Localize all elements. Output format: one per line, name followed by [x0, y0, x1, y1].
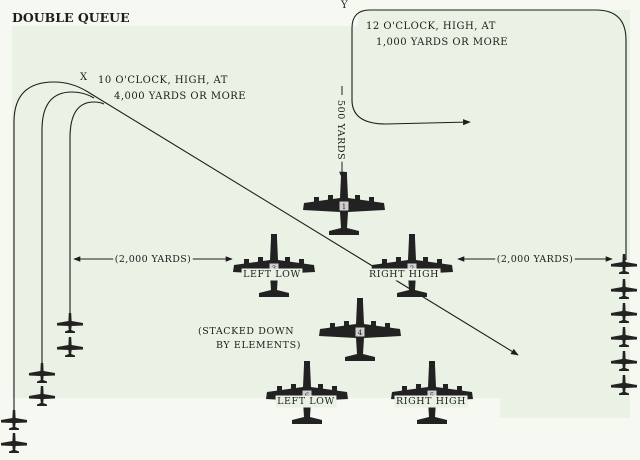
label-backdrop — [367, 268, 441, 281]
label-backdrop — [334, 98, 347, 162]
bomber-6: 6 LEFT LOW — [266, 361, 348, 424]
attack-x-group: X 10 O'CLOCK, HIGH, AT 4,000 YARDS OR MO… — [1, 72, 519, 453]
label-backdrop — [241, 268, 303, 281]
label-backdrop — [495, 253, 575, 266]
fighter-icon — [1, 433, 27, 453]
attack-y-path — [351, 9, 627, 260]
attack-x-path-inner — [69, 101, 105, 318]
diagram-title: DOUBLE QUEUE — [12, 10, 130, 25]
bomber-3: 3 LEFT LOW — [233, 234, 315, 297]
label-backdrop — [113, 253, 193, 266]
attack-x-path-outer — [13, 81, 89, 415]
attack-x-marker: X — [80, 72, 88, 83]
bomber-number: 1 — [342, 203, 346, 211]
bomber-4: 4 — [319, 298, 401, 361]
bomber-1: 1 — [303, 172, 385, 235]
attack-y-label-line2: 1,000 YARDS OR MORE — [376, 37, 508, 48]
attack-x-path-middle — [41, 91, 95, 368]
attack-x-label-line2: 4,000 YARDS OR MORE — [114, 91, 246, 102]
label-backdrop — [275, 395, 337, 408]
attack-x-label-line1: 10 O'CLOCK, HIGH, AT — [98, 75, 228, 86]
attack-x-line — [87, 91, 519, 356]
bomber-5: 5 RIGHT HIGH — [391, 361, 473, 424]
bomber-label: LEFT LOW — [277, 396, 335, 407]
bomber-label: LEFT LOW — [243, 269, 301, 280]
stacking-note-line1: (STACKED DOWN — [198, 326, 294, 337]
attack-y-label-line1: 12 O'CLOCK, HIGH, AT — [366, 21, 496, 32]
right-distance-marker: (2,000 YARDS) — [457, 253, 613, 266]
left-distance-marker: (2,000 YARDS) — [73, 253, 233, 266]
bomber-label: RIGHT HIGH — [396, 396, 466, 407]
fighter-icon — [1, 410, 27, 430]
vertical-distance-label: 500 YARDS — [335, 100, 346, 160]
bomber-2: 2 RIGHT HIGH — [367, 234, 453, 297]
stacking-note-line2: BY ELEMENTS) — [216, 340, 301, 351]
label-backdrop — [394, 395, 468, 408]
right-distance-label: (2,000 YARDS) — [497, 254, 574, 265]
bomber-number: 4 — [358, 329, 363, 337]
bomber-label: RIGHT HIGH — [369, 269, 439, 280]
attack-y-group: Y 12 O'CLOCK, HIGH, AT 1,000 YARDS OR MO… — [340, 0, 637, 395]
attack-y-marker: Y — [340, 0, 348, 11]
background-panel — [12, 10, 630, 418]
left-distance-label: (2,000 YARDS) — [115, 254, 192, 265]
